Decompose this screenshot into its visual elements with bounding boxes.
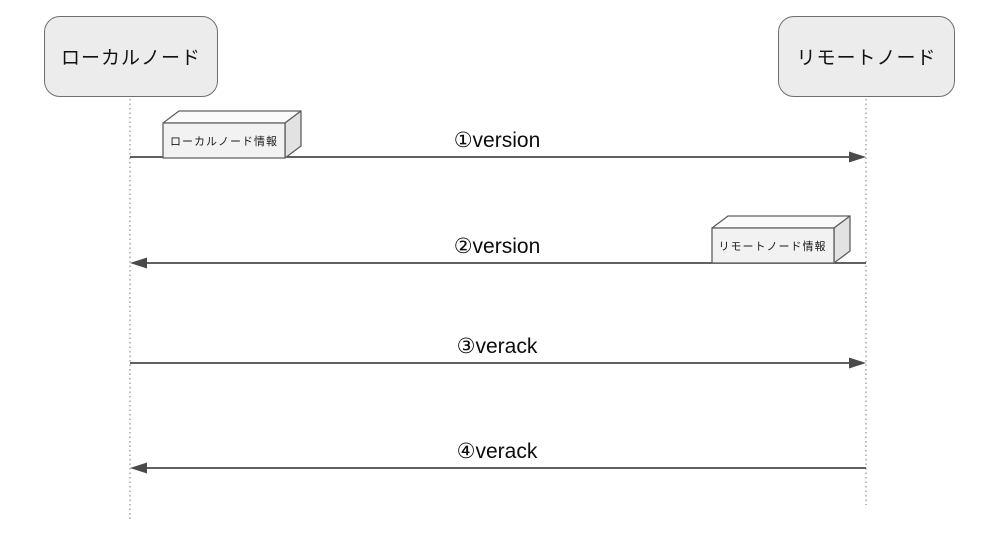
message-arrow-verack-3 (130, 357, 866, 369)
message-label-verack-4: ④verack (456, 440, 538, 463)
message-label-verack-3: ③verack (456, 335, 538, 358)
arrowhead-left-icon (130, 462, 147, 474)
arrowhead-left-icon (130, 257, 147, 269)
arrowhead-right-icon (849, 357, 866, 369)
note-label-local-node-info: ローカルノード情報 (170, 135, 278, 148)
message-label-version-2: ②version (453, 235, 541, 258)
actor-local-node: ローカルノード (44, 16, 218, 97)
message-label-version-1: ①version (453, 129, 541, 152)
note-box-local-node-info (162, 110, 302, 159)
note-label-remote-node-info: リモートノード情報 (718, 240, 827, 253)
actor-remote-node-label: リモートノード (796, 48, 937, 69)
actor-remote-node: リモートノード (778, 16, 955, 97)
note-box-remote-node-info (711, 215, 851, 264)
actor-local-node-label: ローカルノード (60, 48, 201, 69)
message-arrow-verack-4 (130, 462, 866, 474)
arrowhead-right-icon (849, 151, 866, 163)
